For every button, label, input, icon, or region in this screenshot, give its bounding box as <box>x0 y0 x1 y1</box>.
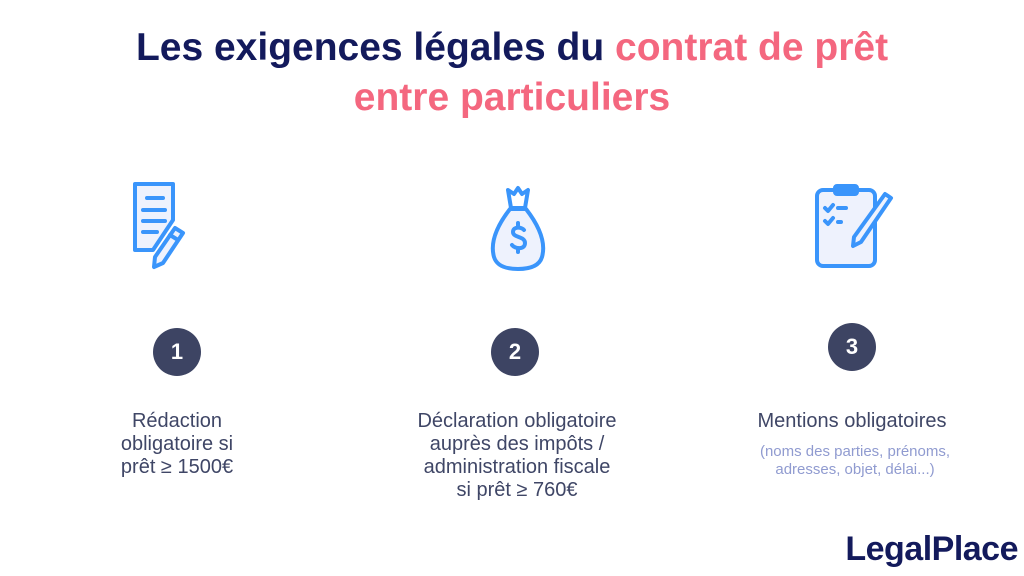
clipboard-checklist-icon <box>815 184 893 268</box>
step-2-text: Déclaration obligatoire auprès des impôt… <box>367 410 667 502</box>
page-title-line2: entre particuliers <box>353 76 671 119</box>
money-bag-icon <box>490 186 546 271</box>
text-line: si prêt ≥ 760€ <box>456 479 578 501</box>
step-3-subtext: (noms des parties, prénoms, adresses, ob… <box>705 443 1005 479</box>
text-line: prêt ≥ 1500€ <box>120 456 234 478</box>
title-highlight: contrat de prêt <box>615 26 889 69</box>
legalplace-logo: LegalPlace <box>845 530 1018 568</box>
step-number-3: 3 <box>828 323 876 371</box>
step-number-1: 1 <box>153 328 201 376</box>
page-title: Les exigences légales du contrat de prêt <box>0 24 1024 72</box>
step-3-text: Mentions obligatoires <box>757 410 947 432</box>
text-line: adresses, objet, délai...) <box>775 461 935 478</box>
step-number-2: 2 <box>491 328 539 376</box>
step-1-text: Rédaction obligatoire si prêt ≥ 1500€ <box>27 410 327 479</box>
text-line: administration fiscale <box>423 456 611 478</box>
document-pencil-icon <box>133 182 185 269</box>
text-line: auprès des impôts / <box>429 433 605 455</box>
text-line: Déclaration obligatoire <box>417 410 617 432</box>
title-part1: Les exigences légales du <box>135 26 616 69</box>
text-line: (noms des parties, prénoms, <box>759 443 951 460</box>
text-line: obligatoire si <box>120 433 234 455</box>
text-line: Rédaction <box>131 410 223 432</box>
